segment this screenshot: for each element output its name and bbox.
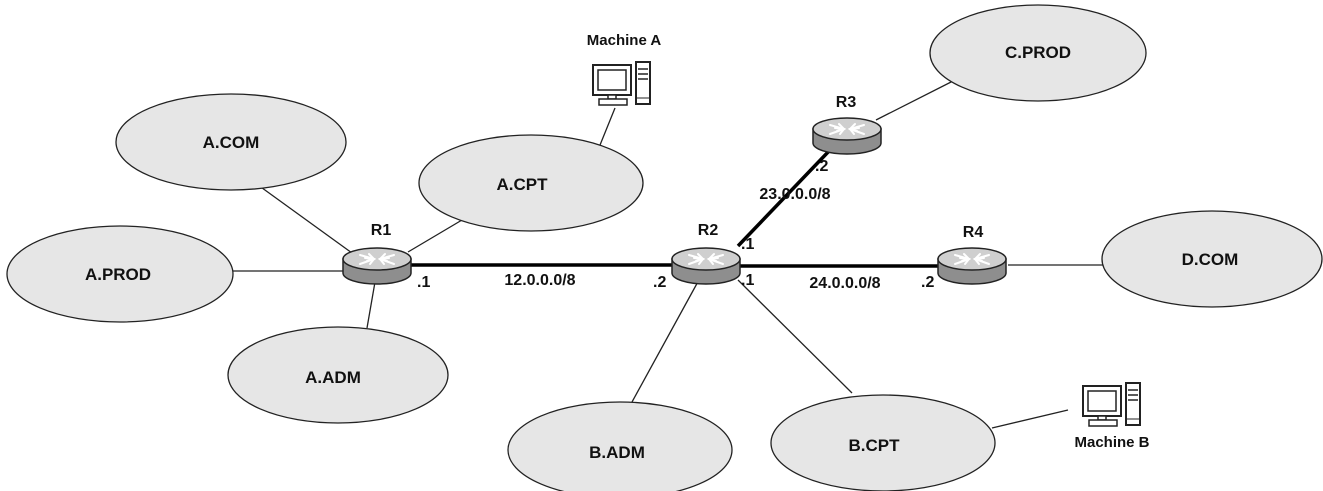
subnet-label-r2-r4: 24.0.0.0/8 (809, 275, 880, 292)
router-r2 (671, 247, 741, 285)
network-label-b-cpt: B.CPT (849, 436, 901, 455)
link-a-cpt-machine-a (597, 107, 616, 151)
interface-label-r2-r1-side: .2 (653, 274, 666, 291)
interface-label-r2-r3-side: .1 (741, 236, 754, 253)
router-r4 (937, 247, 1007, 285)
network-b-cpt (770, 394, 996, 491)
network-label-b-adm: B.ADM (589, 443, 645, 462)
network-d-com (1101, 210, 1323, 308)
router-r3 (812, 117, 882, 155)
network-label-d-com: D.COM (1182, 250, 1239, 269)
subnet-label-r2-r3: 23.0.0.0/8 (759, 186, 830, 203)
link-r2-b-cpt (737, 279, 853, 394)
link-r1-a-com (257, 184, 353, 254)
interface-label-r4-r2-side: .2 (921, 274, 934, 291)
network-b-adm (507, 401, 733, 491)
host-label-machine-b: Machine B (1074, 434, 1149, 451)
router-label-r3: R3 (836, 94, 857, 111)
router-label-r2: R2 (698, 222, 719, 239)
network-label-a-prod: A.PROD (85, 265, 151, 284)
interface-label-r3-r2-side: .2 (815, 158, 828, 175)
machine-a-computer-icon (592, 61, 651, 106)
link-b-cpt-machine-b (991, 409, 1069, 429)
link-r1-a-cpt (407, 219, 463, 253)
link-r2-b-adm (631, 277, 701, 403)
network-a-adm (227, 326, 449, 424)
host-label-machine-a: Machine A (587, 32, 662, 49)
link-r1-a-adm (366, 281, 376, 329)
network-a-com (115, 93, 347, 191)
subnet-label-r1-r2: 12.0.0.0/8 (504, 272, 575, 289)
router-label-r1: R1 (371, 222, 392, 239)
network-a-prod (6, 225, 234, 323)
link-r3-c-prod (875, 79, 956, 121)
network-label-a-adm: A.ADM (305, 368, 361, 387)
machine-b-computer-icon (1082, 382, 1141, 427)
network-c-prod (929, 4, 1147, 102)
network-a-cpt (418, 134, 644, 232)
network-label-a-cpt: A.CPT (497, 175, 549, 194)
link-r2-r3 (736, 148, 832, 248)
network-label-c-prod: C.PROD (1005, 43, 1071, 62)
router-label-r4: R4 (963, 224, 984, 241)
interface-label-r2-r4-side: .1 (741, 272, 754, 289)
router-r1 (342, 247, 412, 285)
network-label-a-com: A.COM (203, 133, 260, 152)
interface-label-r1-r2-side: .1 (417, 274, 430, 291)
